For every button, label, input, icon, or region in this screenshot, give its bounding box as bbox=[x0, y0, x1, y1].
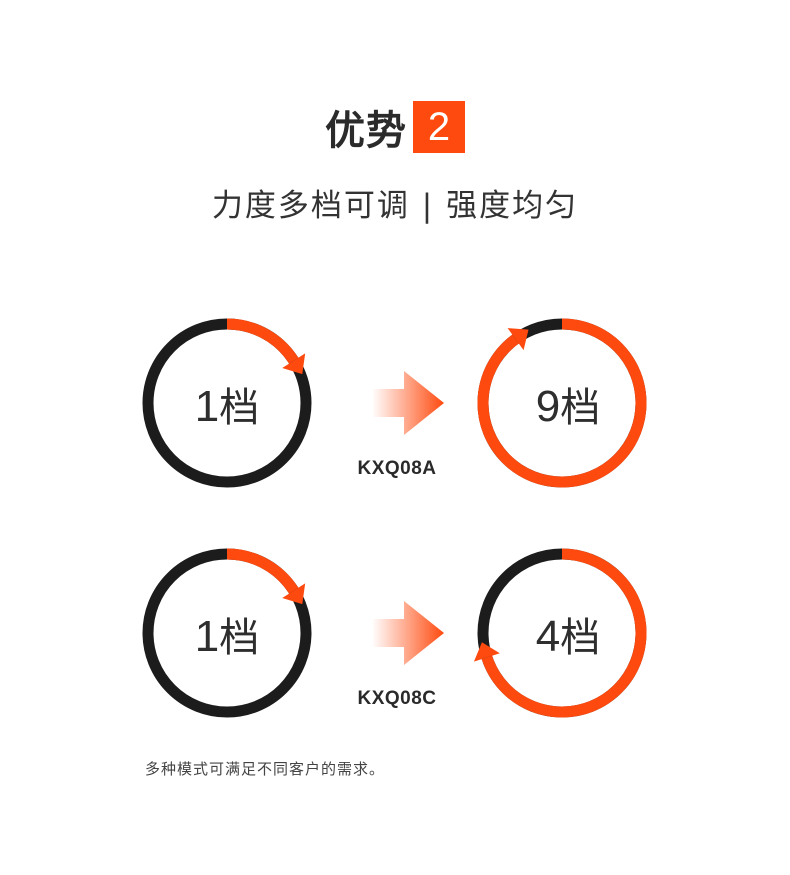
gear-comparison-row-2: 1档 4档 KXQ08C bbox=[0, 546, 790, 721]
from-gear-number: 1 bbox=[194, 612, 220, 661]
from-gear-label: 1档 bbox=[137, 605, 317, 663]
to-gear-arrow-icon bbox=[473, 642, 500, 662]
from-gear-arrow-icon bbox=[282, 583, 306, 605]
to-gear-level-arc bbox=[477, 318, 647, 488]
model-label: KXQ08C bbox=[357, 688, 437, 709]
from-gear-label: 1档 bbox=[137, 375, 317, 433]
to-gear-arrow-icon bbox=[507, 328, 529, 351]
direction-arrow-icon bbox=[372, 371, 444, 435]
to-gear-label: 4档 bbox=[478, 605, 658, 663]
title-number-badge: 2 bbox=[413, 101, 465, 153]
section-title: 优势 2 bbox=[0, 98, 790, 156]
to-gear-number: 4 bbox=[535, 612, 561, 661]
title-text: 优势 bbox=[325, 108, 407, 154]
from-gear-number: 1 bbox=[194, 382, 220, 431]
gear-comparison-row-1: 1档 9档 KXQ08A bbox=[0, 316, 790, 491]
model-label: KXQ08A bbox=[357, 458, 437, 479]
from-gear-level-arc bbox=[226, 318, 299, 364]
from-gear-level-arc bbox=[226, 548, 299, 594]
row-2-graphics bbox=[142, 548, 647, 718]
subtitle: 力度多档可调 | 强度均匀 bbox=[211, 188, 579, 224]
to-gear-level-arc bbox=[481, 548, 647, 718]
from-gear-arrow-icon bbox=[282, 353, 306, 375]
from-gear-unit: 档 bbox=[219, 615, 260, 661]
footnote: 多种模式可满足不同客户的需求。 bbox=[145, 760, 386, 778]
to-gear-label: 9档 bbox=[478, 375, 658, 433]
to-gear-unit: 档 bbox=[560, 615, 601, 661]
direction-arrow-icon bbox=[372, 601, 444, 665]
row-1-graphics bbox=[142, 318, 647, 488]
to-gear-unit: 档 bbox=[560, 385, 601, 431]
to-gear-number: 9 bbox=[535, 382, 561, 431]
from-gear-unit: 档 bbox=[219, 385, 260, 431]
